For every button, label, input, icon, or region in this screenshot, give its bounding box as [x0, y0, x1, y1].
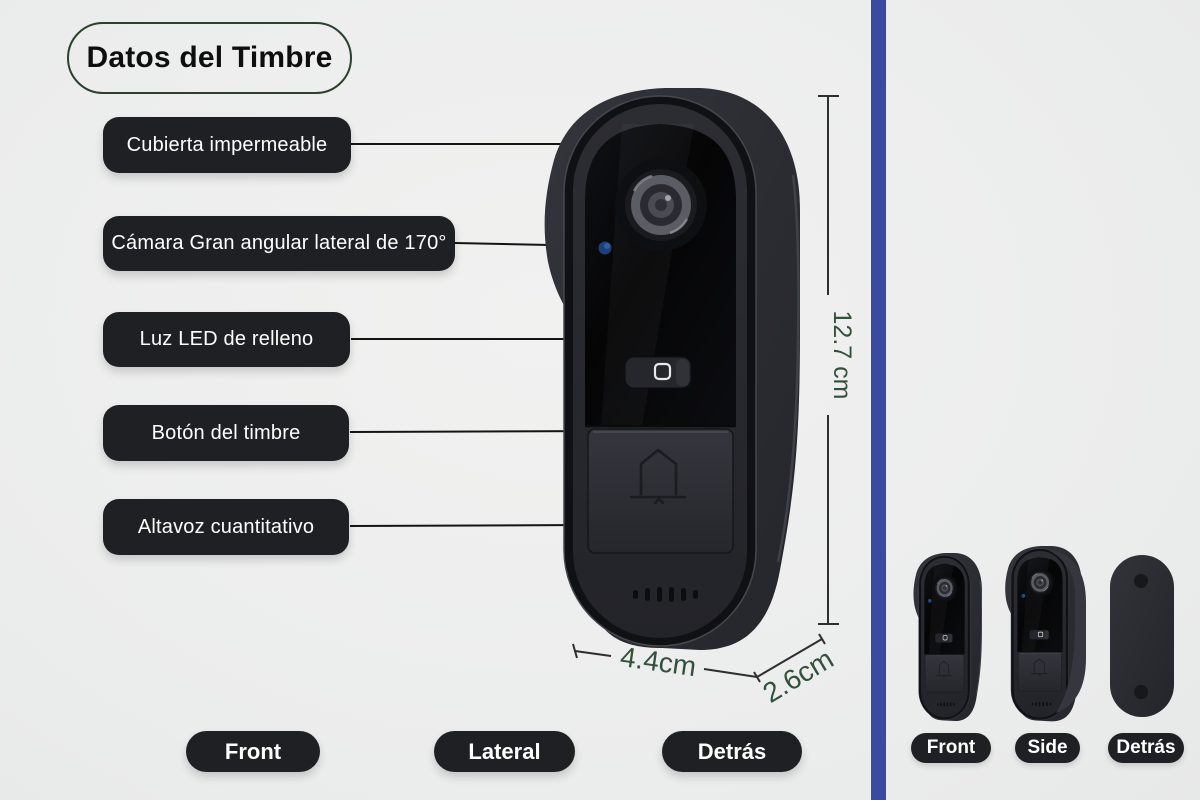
- callout-line-speaker: [349, 524, 587, 527]
- callout-wide-angle-camera: Cámara Gran angular lateral de 170°: [103, 216, 455, 271]
- side-panel-label-text: Detrás: [1116, 737, 1176, 758]
- callout-label: Cámara Gran angular lateral de 170°: [111, 232, 447, 254]
- view-label-front: Front: [186, 731, 320, 772]
- side-panel-label-front: Front: [911, 733, 991, 763]
- callout-speaker: Altavoz cuantitativo: [103, 499, 349, 555]
- doorbell-device-main: [543, 86, 802, 652]
- callout-label: Altavoz cuantitativo: [137, 515, 315, 538]
- side-panel-label-text: Front: [926, 737, 976, 758]
- height-dimension-label: 12.7 cm: [828, 311, 856, 400]
- callout-label: Botón del timbre: [151, 421, 301, 444]
- page-title: Datos del Timbre: [86, 41, 333, 74]
- callout-label: Luz LED de relleno: [139, 328, 314, 350]
- title-badge: Datos del Timbre: [67, 22, 352, 94]
- side-panel-label-detras: Detrás: [1108, 733, 1184, 763]
- view-label-text: Detrás: [697, 738, 767, 764]
- height-dimension: [818, 95, 839, 625]
- view-label-lateral: Lateral: [434, 731, 575, 772]
- side-panel-label-text: Side: [1027, 737, 1068, 758]
- view-label-detras: Detrás: [662, 731, 802, 772]
- width-dimension: [572, 643, 761, 683]
- depth-dimension: [756, 633, 826, 678]
- vertical-divider: [871, 0, 886, 800]
- view-label-text: Lateral: [468, 738, 541, 764]
- callout-waterproof-cover: Cubierta impermeable: [103, 117, 351, 173]
- view-label-text: Front: [224, 738, 282, 764]
- thumbnail-front-view: [913, 552, 983, 722]
- callout-led-fill-light: Luz LED de relleno: [103, 312, 350, 367]
- callout-doorbell-button: Botón del timbre: [103, 405, 349, 461]
- side-panel-label-side: Side: [1015, 733, 1080, 763]
- thumbnail-side-view: [1004, 545, 1086, 722]
- callout-label: Cubierta impermeable: [126, 133, 328, 156]
- thumbnail-back-view: [1110, 555, 1174, 717]
